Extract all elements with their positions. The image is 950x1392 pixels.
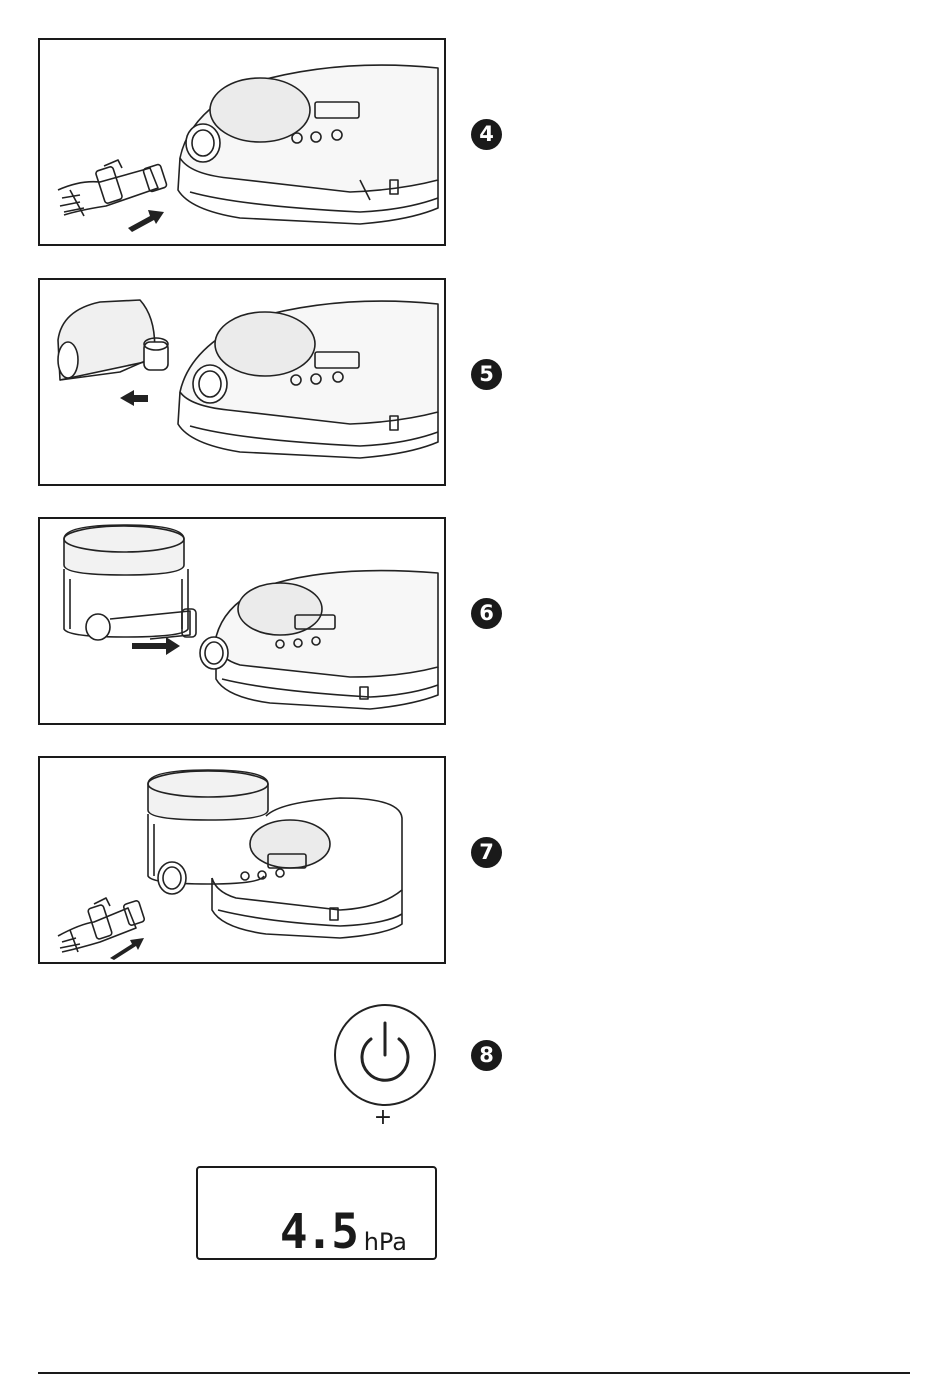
footer-rule — [38, 1372, 910, 1374]
pressure-unit: hPa — [364, 1228, 407, 1256]
power-icon — [333, 1003, 437, 1107]
step-number-badge: 5 — [471, 359, 502, 390]
plus-sign: + — [373, 1103, 393, 1133]
pressure-value: 4.5 — [280, 1205, 357, 1258]
illustration-step-6 — [38, 517, 446, 725]
step-number-badge: 8 — [471, 1040, 502, 1071]
step-number-badge: 7 — [471, 837, 502, 868]
tube-connect-drawing — [40, 758, 446, 964]
illustration-step-7 — [38, 756, 446, 964]
humidifier-removal-drawing — [40, 280, 446, 486]
step-number-badge: 6 — [471, 598, 502, 629]
step-number-badge: 4 — [471, 119, 502, 150]
illustration-step-4 — [38, 38, 446, 246]
humidifier-attach-drawing — [40, 519, 446, 725]
power-button — [333, 1003, 437, 1107]
illustration-step-5 — [38, 278, 446, 486]
device-tube-disconnect-drawing — [40, 40, 446, 246]
lcd-display: 4.5 hPa — [196, 1166, 437, 1260]
